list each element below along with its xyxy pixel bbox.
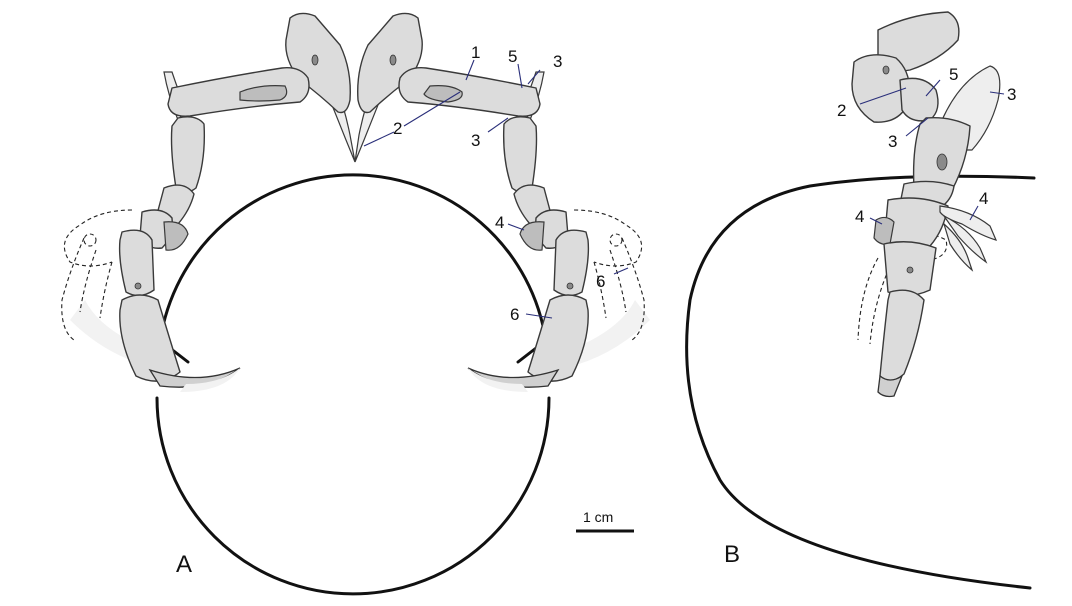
label-a-4: 4	[495, 213, 504, 232]
tarsal-claws-b	[939, 205, 998, 272]
label-a-3-upper: 3	[553, 52, 562, 71]
panel-letter-a: A	[176, 551, 192, 578]
claw-tip-b	[877, 374, 904, 398]
label-b-4-left: 4	[855, 207, 864, 226]
panel-a: 1 5 3 2 3 4 6 6 A	[61, 12, 650, 596]
leaders-a	[363, 59, 629, 319]
label-a-1: 1	[471, 43, 480, 62]
prey-outline-lower	[155, 396, 551, 596]
scale-bar: 1 cm	[576, 509, 634, 533]
femur-left	[167, 67, 310, 117]
label-a-5: 5	[508, 47, 517, 66]
label-a-3-lower: 3	[471, 131, 480, 150]
patella-right	[503, 116, 538, 193]
label-b-4-right: 4	[979, 189, 988, 208]
panel-b: 5 3 2 3 4 4 B	[685, 11, 1036, 590]
femur-right	[398, 67, 541, 117]
leaders-b	[859, 79, 1005, 225]
label-b-2: 2	[837, 101, 846, 120]
label-a-2: 2	[393, 119, 402, 138]
claw-segment-left	[119, 294, 181, 382]
panel-letter-b: B	[724, 541, 740, 568]
claw-segment-b	[879, 289, 925, 382]
label-b-3-lower: 3	[888, 132, 897, 151]
scale-bar-label: 1 cm	[583, 509, 613, 525]
label-a-6-inner: 6	[510, 305, 519, 324]
trochanter-b	[899, 77, 939, 122]
claw-segment-right	[527, 294, 589, 382]
prey-outline-b	[685, 174, 1036, 590]
patella-left	[170, 116, 205, 193]
label-a-6-outer: 6	[596, 272, 605, 291]
label-b-5: 5	[949, 65, 958, 84]
prey-outline-upper	[158, 173, 548, 344]
label-b-3-upper: 3	[1007, 85, 1016, 104]
